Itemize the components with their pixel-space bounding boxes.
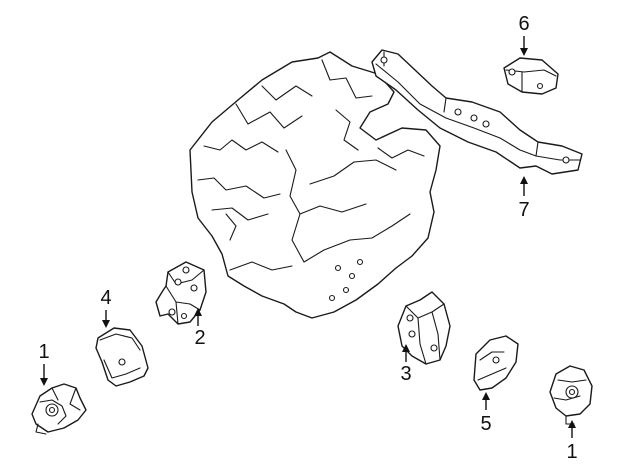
shield-plate-part-5 [473, 335, 519, 391]
callout-1-left: 1 [38, 341, 50, 386]
engine-mount-part-1-left [31, 383, 87, 435]
callout-label: 4 [100, 287, 111, 309]
callout-2: 2 [194, 308, 206, 349]
engine-mount-part-1-right [549, 365, 593, 425]
callout-6: 6 [518, 13, 530, 56]
callout-label: 1 [566, 441, 577, 463]
callout-label: 1 [38, 341, 49, 363]
callout-label: 2 [194, 327, 205, 349]
callout-7: 7 [518, 176, 530, 221]
callout-3: 3 [400, 344, 412, 385]
callout-4: 4 [100, 287, 112, 328]
callout-label: 7 [518, 199, 529, 221]
bracket-part-6 [503, 57, 559, 95]
callout-1-right: 1 [566, 420, 578, 463]
callout-label: 3 [400, 363, 411, 385]
engine-transmission-assembly [189, 51, 441, 319]
callout-label: 5 [480, 413, 491, 435]
heat-shield-part-4 [95, 327, 149, 387]
callout-label: 6 [518, 13, 529, 35]
engine-mount-bracket-part-2 [155, 261, 207, 325]
callout-5: 5 [480, 392, 492, 435]
crossmember-part-7 [371, 49, 583, 175]
transmission-mount-bracket-part-3 [397, 291, 451, 365]
